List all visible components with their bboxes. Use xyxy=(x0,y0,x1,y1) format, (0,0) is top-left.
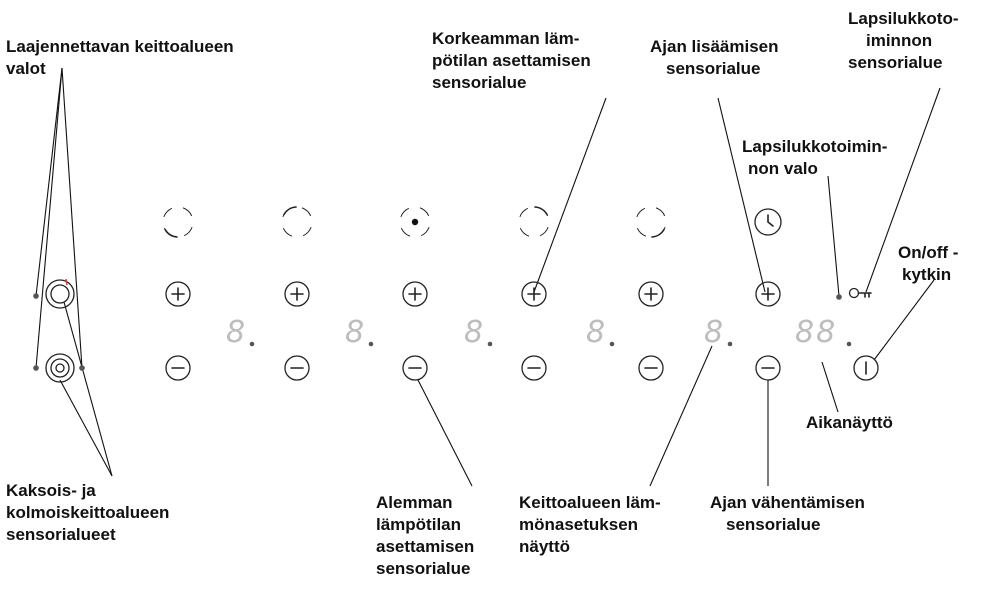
label-dual-triple-sensors: Kaksois- ja kolmoiskeittoalueen sensoria… xyxy=(6,481,174,544)
leader-expand-light-left xyxy=(35,67,63,297)
clock-icon[interactable] xyxy=(754,208,782,236)
center-dot-icon[interactable] xyxy=(396,203,434,241)
label-time-add: Ajan lisäämisen sensorialue xyxy=(650,37,783,78)
indicator-light xyxy=(79,365,85,371)
minus-button[interactable] xyxy=(284,355,310,381)
plus-button[interactable] xyxy=(284,281,310,307)
heat-display-digit: 8 xyxy=(226,315,245,350)
annotations: Laajennettavan keittoalueen valot Korkea… xyxy=(6,9,963,578)
leader-dual-sensor xyxy=(63,301,113,477)
display-decimal-dot xyxy=(609,341,615,347)
arc-bottom-right-icon[interactable] xyxy=(632,203,670,241)
minus-button[interactable] xyxy=(638,355,664,381)
plus-button[interactable] xyxy=(521,281,547,307)
leader-timer-display xyxy=(821,361,839,413)
label-onoff: On/off - kytkin xyxy=(898,243,963,284)
display-decimal-dot xyxy=(727,341,733,347)
zone-selector-row xyxy=(159,203,782,241)
heat-display-digit: 8 xyxy=(464,315,483,350)
label-upper-temp: Korkeamman läm- pötilan asettamisen sens… xyxy=(432,29,595,92)
minus-button[interactable] xyxy=(402,355,428,381)
label-childlock-light: Lapsilukkotoimin- non valo xyxy=(742,137,892,178)
plus-button[interactable] xyxy=(165,281,191,307)
time-minus-button[interactable] xyxy=(755,355,781,381)
leader-upper-temp xyxy=(533,97,607,293)
power-icon[interactable] xyxy=(853,355,879,381)
label-time-sub: Ajan vähentämisen sensorialue xyxy=(710,493,870,534)
heat-displays: 8 8 8 8 8 88 xyxy=(226,315,852,350)
leader-expand-light-dual xyxy=(35,67,63,369)
triple-zone-icon[interactable] xyxy=(45,353,75,383)
leader-heat-display xyxy=(649,345,713,487)
label-timer-display: Aikanäyttö xyxy=(806,413,893,432)
display-decimal-dot xyxy=(249,341,255,347)
minus-button[interactable] xyxy=(521,355,547,381)
dual-triple-zone-controls xyxy=(33,278,85,383)
indicator-light xyxy=(33,365,39,371)
arc-top-right-icon[interactable] xyxy=(515,203,553,241)
minus-button[interactable] xyxy=(165,355,191,381)
indicator-light xyxy=(33,293,39,299)
arc-top-left-icon[interactable] xyxy=(278,203,316,241)
childlock-controls xyxy=(836,287,879,381)
heat-display-digit: 8 xyxy=(345,315,364,350)
display-decimal-dot xyxy=(368,341,374,347)
dual-zone-icon[interactable] xyxy=(45,278,75,309)
leader-expand-light-right xyxy=(61,67,83,369)
timer-display-digits: 88 xyxy=(795,315,837,350)
label-expand-lights: Laajennettavan keittoalueen valot xyxy=(6,37,238,78)
leader-lines xyxy=(35,67,941,487)
plus-row xyxy=(165,281,781,307)
time-plus-button[interactable] xyxy=(755,281,781,307)
heat-display-digit: 8 xyxy=(704,315,723,350)
label-heat-display: Keittoalueen läm- mönasetuksen näyttö xyxy=(519,493,665,556)
label-childlock-sensor: Lapsilukkoto- iminnon sensorialue xyxy=(848,9,963,72)
display-decimal-dot xyxy=(846,341,852,347)
childlock-indicator-light xyxy=(836,294,842,300)
leader-onoff xyxy=(873,279,935,361)
minus-row xyxy=(165,355,781,381)
leader-lower-temp xyxy=(417,379,473,487)
heat-display-digit: 8 xyxy=(586,315,605,350)
leader-childlock-sensor xyxy=(865,87,941,293)
label-lower-temp: Alemman lämpötilan asettamisen sensorial… xyxy=(376,493,479,578)
plus-button[interactable] xyxy=(402,281,428,307)
key-icon[interactable] xyxy=(848,287,872,299)
display-decimal-dot xyxy=(487,341,493,347)
leader-triple-sensor xyxy=(59,379,113,477)
leader-childlock-light xyxy=(827,175,840,297)
arc-bottom-left-icon[interactable] xyxy=(159,203,197,241)
plus-button[interactable] xyxy=(638,281,664,307)
leader-time-add xyxy=(717,97,766,293)
